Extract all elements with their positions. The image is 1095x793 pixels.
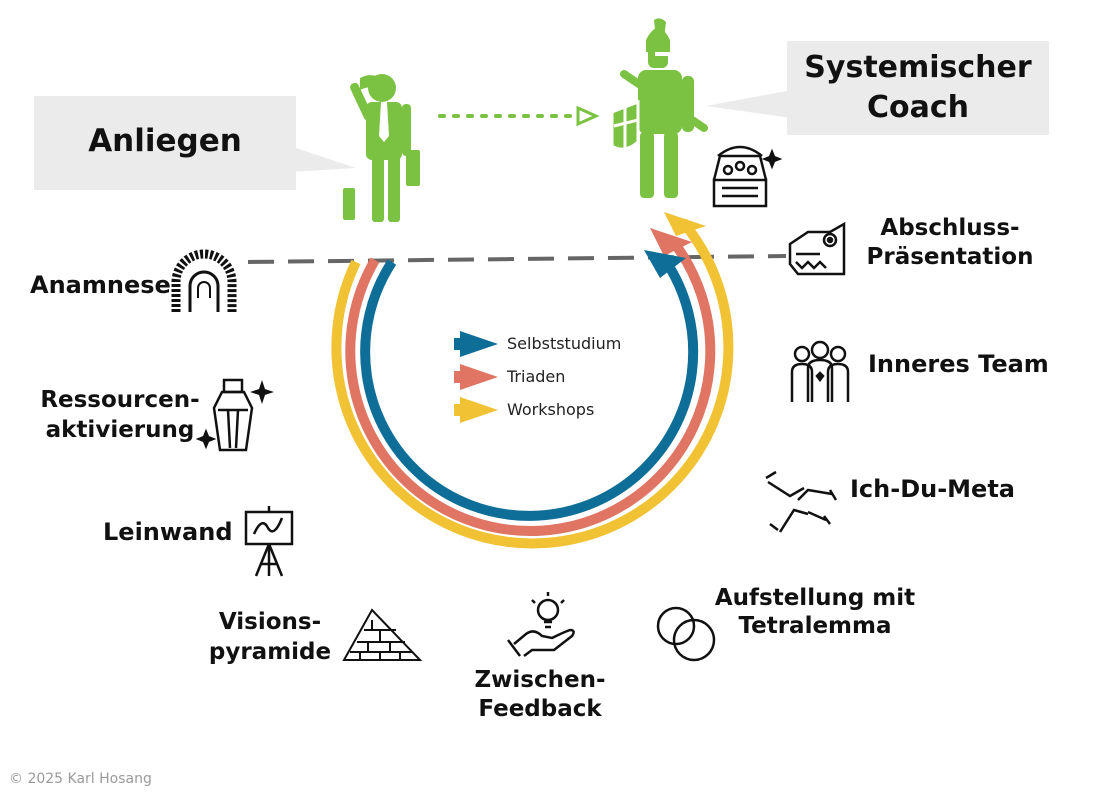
stage-label-feedback-line1: Zwischen-	[474, 667, 606, 693]
stage-label-aufstellung-line1: Aufstellung mit	[714, 585, 916, 611]
stage-label-abschluss-line2: Präsentation	[866, 244, 1034, 270]
copyright-notice: © 2025 Karl Hosang	[9, 771, 152, 787]
stage-label-ressourcen-line1: Ressourcen-	[40, 387, 200, 413]
easel-icon	[244, 506, 294, 577]
stage-label-leinwand: Leinwand	[103, 518, 233, 546]
team-group-icon	[790, 340, 850, 402]
treasure-chest-icon	[712, 145, 783, 208]
legend-label-triaden: Triaden	[507, 367, 566, 386]
pyramid-icon	[342, 608, 423, 661]
arrowhead-selbststudium	[644, 250, 686, 278]
stage-label-ichdumeta: Ich-Du-Meta	[850, 475, 1015, 503]
tired-businessman-icon	[343, 74, 420, 222]
legend-arrow-workshops	[454, 397, 498, 423]
cycle-arcs	[331, 212, 734, 549]
dragon-head-icon	[788, 221, 846, 276]
transition-dotted-arrow	[438, 105, 600, 127]
stage-label-visions-line2: pyramide	[208, 639, 332, 665]
arc-triaden	[345, 236, 716, 536]
stage-label-anamnese: Anamnese	[30, 271, 171, 299]
dashed-threshold-line	[247, 254, 787, 264]
client-concern-label: Anliegen	[88, 123, 242, 159]
stage-label-aufstellung-line2: Tetralemma	[738, 613, 892, 639]
stage-label-abschluss-line1: Abschluss-	[880, 215, 1020, 241]
arrowhead-workshops	[664, 212, 706, 236]
legend-arrow-selbststudium	[454, 331, 498, 357]
joined-hands-icon	[765, 470, 838, 533]
arc-workshops	[331, 218, 734, 549]
stage-label-visions-line1: Visions-	[218, 609, 322, 635]
legend-label-workshops: Workshops	[507, 400, 595, 419]
overlapping-circles-icon	[656, 606, 716, 662]
stage-label-ressourcen-line2: aktivierung	[45, 417, 195, 443]
arc-selbststudium	[360, 257, 699, 521]
stage-label-feedback-line2: Feedback	[478, 696, 602, 722]
coach-title-line2: Coach	[866, 90, 969, 125]
legend-arrow-triaden	[454, 364, 498, 390]
potion-bottle-icon	[195, 378, 274, 452]
legend-label-selbststudium: Selbststudium	[507, 334, 622, 353]
coach-speech-bubble	[706, 41, 1049, 135]
arrowhead-triaden	[650, 228, 692, 256]
tunnel-icon	[171, 249, 237, 312]
lightbulb-hand-icon	[507, 592, 575, 657]
client-speech-bubble	[34, 96, 356, 190]
stage-label-inneres-team: Inneres Team	[868, 350, 1049, 378]
knight-with-shield-icon	[610, 18, 708, 198]
coach-title-line1: Systemischer	[804, 50, 1032, 85]
